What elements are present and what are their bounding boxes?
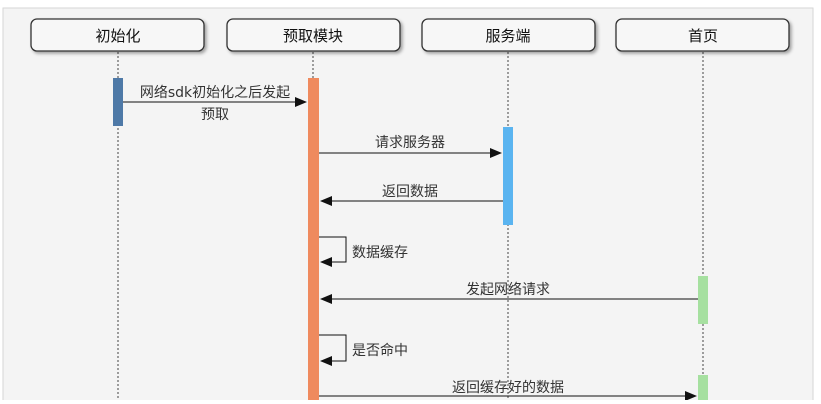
message-label-data-cache: 数据缓存 (352, 245, 408, 261)
participant-home: 首页 (615, 18, 790, 52)
message-label-return-data: 返回数据 (382, 184, 438, 200)
participant-prefetch-label: 预取模块 (283, 27, 343, 45)
message-label-request-server: 请求服务器 (375, 135, 445, 151)
activation-home-2 (698, 375, 708, 404)
participant-init-label: 初始化 (95, 27, 140, 45)
message-label-return-cached: 返回缓存好的数据 (452, 380, 564, 396)
participant-prefetch: 预取模块 (226, 18, 401, 52)
message-label-init-prefetch-line1: 网络sdk初始化之后发起 (140, 84, 290, 101)
activation-server (503, 127, 513, 225)
participant-home-label: 首页 (688, 27, 718, 45)
message-label-init-prefetch-line2: 预取 (201, 107, 229, 123)
message-arrow-cache-hit (319, 334, 347, 366)
message-label-network-request: 发起网络请求 (466, 282, 550, 298)
message-label-cache-hit: 是否命中 (352, 342, 408, 359)
activation-init (113, 78, 123, 126)
message-arrow-data-cache (319, 236, 347, 267)
diagram-frame (2, 7, 814, 404)
participant-server: 服务端 (421, 18, 596, 52)
activation-home-1 (698, 276, 708, 324)
participant-server-label: 服务端 (485, 27, 530, 45)
participant-init: 初始化 (30, 18, 205, 52)
activation-prefetch (308, 78, 319, 404)
